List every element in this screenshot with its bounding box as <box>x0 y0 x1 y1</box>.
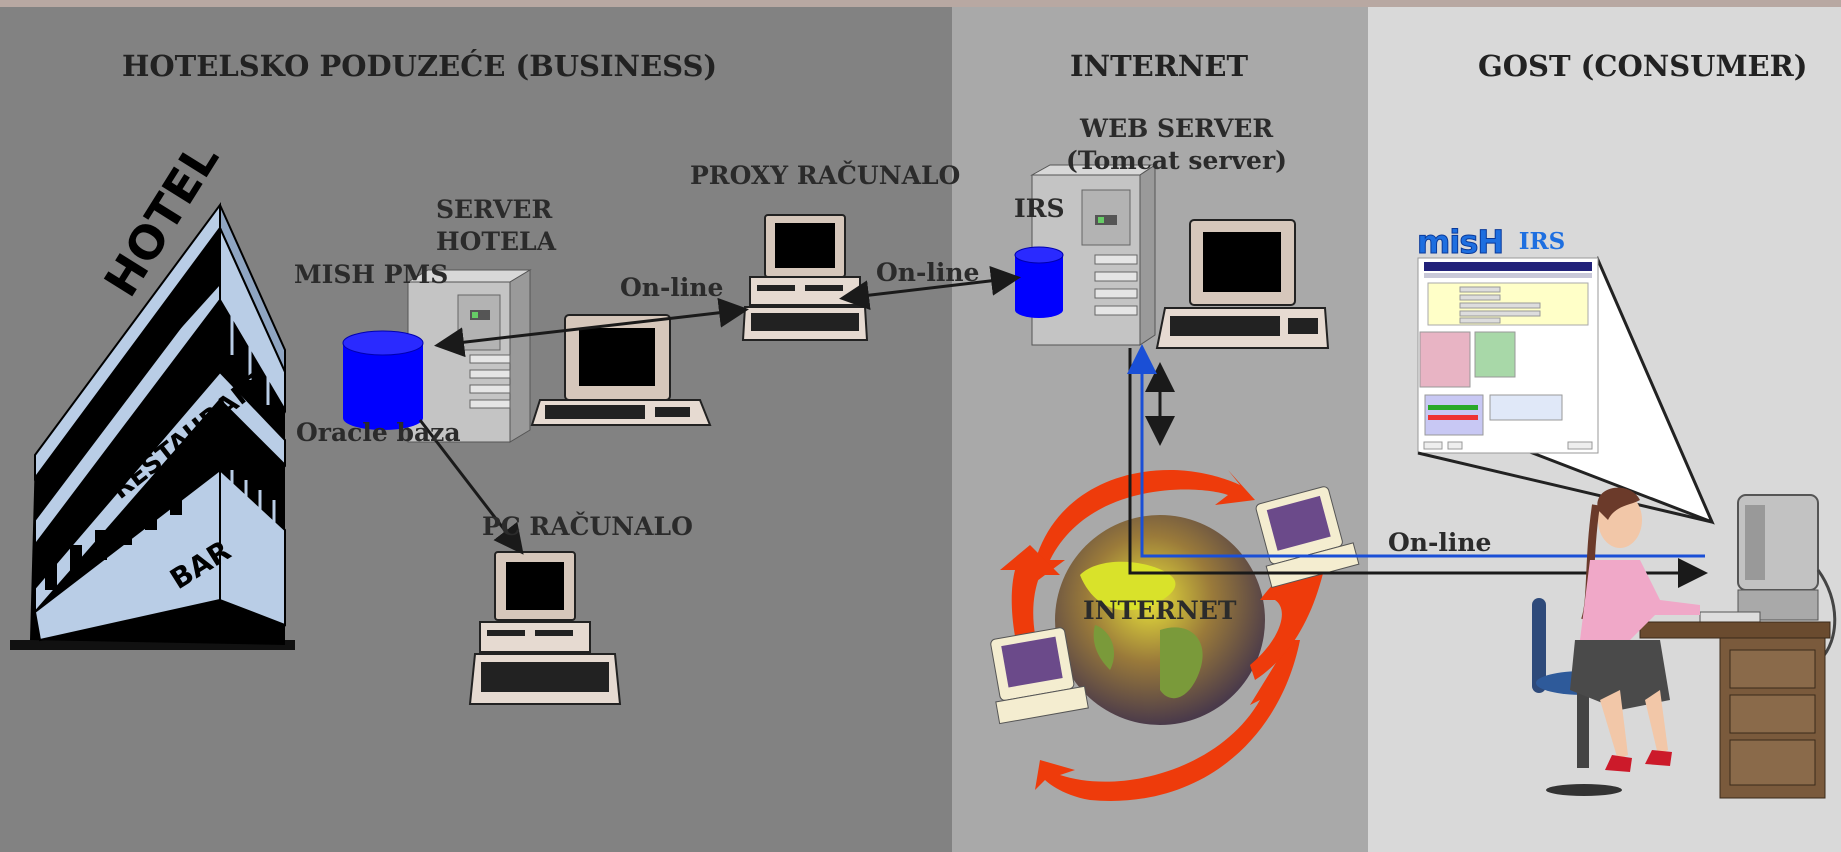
label-server-hotela-2: HOTELA <box>436 227 557 256</box>
connection-lines <box>418 265 1708 588</box>
label-irs: IRS <box>1014 194 1065 223</box>
internet-client-pc-icon <box>1255 486 1360 589</box>
label-server-hotela-1: SERVER <box>436 195 553 224</box>
hotel-building-icon <box>10 201 295 650</box>
label-internet-globe: INTERNET <box>1083 596 1237 625</box>
internet-client-pc-icon-2 <box>990 627 1089 725</box>
zone-title-internet: INTERNET <box>1070 49 1249 83</box>
link-oracle-pc <box>418 419 524 555</box>
label-proxy: PROXY RAČUNALO <box>690 161 961 190</box>
label-mish-pms: MISH PMS <box>294 260 449 289</box>
label-online-server-proxy: On-line <box>620 273 724 302</box>
mish-brand-text: misH <box>1416 223 1504 262</box>
link-guest-webserver-blue <box>1127 344 1705 558</box>
irs-screen-projection <box>1417 255 1715 525</box>
label-web-server-1: WEB SERVER <box>1080 114 1274 143</box>
label-online-proxy-webserver: On-line <box>876 258 980 287</box>
label-web-server-2: (Tomcat server) <box>1066 146 1287 175</box>
zone-title-business: HOTELSKO PODUZEĆE (BUSINESS) <box>122 49 718 83</box>
top-strip <box>0 0 1841 7</box>
office-pc-icon <box>468 551 622 705</box>
oracle-database-icon <box>342 330 424 430</box>
label-pc-racunalo: PC RAČUNALO <box>482 512 693 541</box>
link-server-proxy <box>434 297 749 358</box>
irs-product-text: IRS <box>1518 228 1566 255</box>
zone-title-consumer: GOST (CONSUMER) <box>1478 49 1808 83</box>
guest-at-computer-icon <box>1532 487 1837 799</box>
web-server-monitor-icon <box>1155 219 1330 349</box>
proxy-computer-icon <box>741 214 869 341</box>
link-webserver-guest-black <box>1128 348 1708 588</box>
label-online-guest: On-line <box>1388 528 1492 557</box>
hotel-server-tower-icon <box>406 269 532 443</box>
irs-database-icon <box>1014 246 1064 318</box>
link-proxy-webserver <box>839 265 1021 311</box>
label-oracle-baza: Oracle baza <box>296 418 461 447</box>
mish-irs-logo: misH IRS <box>1416 223 1566 262</box>
internet-globe-icon <box>1000 470 1330 801</box>
